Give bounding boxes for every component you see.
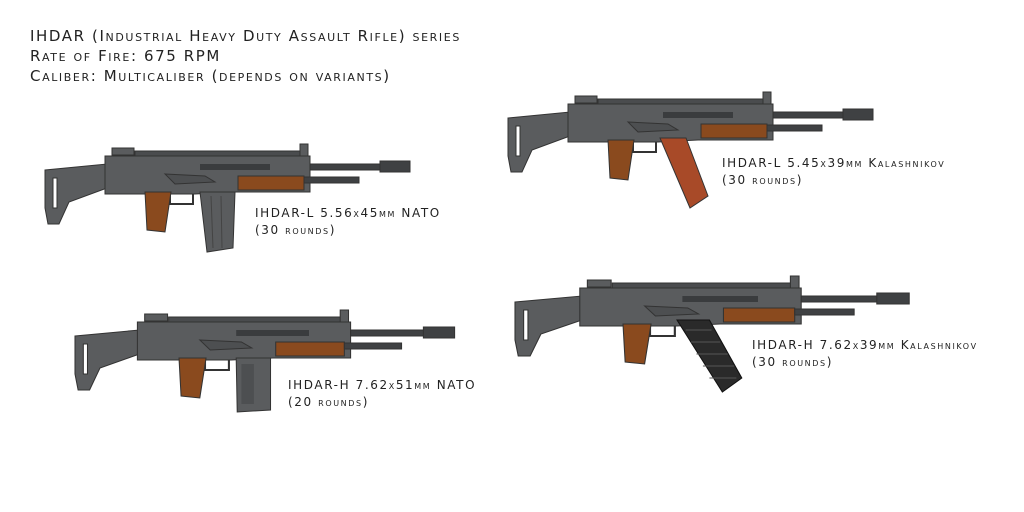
- variant-name: IHDAR-L 5.45x39mm Kalashnikov: [722, 156, 946, 170]
- rifle-ihdar-h-762-nato: [74, 309, 456, 413]
- gas-tube: [766, 124, 823, 132]
- title: IHDAR (Industrial Heavy Duty Assault Rif…: [30, 27, 461, 45]
- front-sight: [789, 275, 800, 289]
- variant-name: IHDAR-H 7.62x51mm NATO: [288, 378, 477, 392]
- muzzle: [876, 292, 910, 305]
- trigger-guard: [648, 326, 676, 337]
- trigger-guard: [169, 194, 194, 205]
- front-sight: [339, 309, 350, 323]
- pistol-grip: [622, 323, 652, 365]
- magazine: [199, 191, 236, 253]
- variant-rounds: (30 rounds): [722, 173, 803, 187]
- variant-label: IHDAR-H 7.62x51mm NATO (20 rounds): [288, 377, 476, 411]
- handguard: [700, 123, 768, 139]
- trigger-guard: [632, 142, 657, 153]
- front-sight: [762, 91, 772, 105]
- rear-sight: [111, 147, 135, 156]
- variant-rounds: (20 rounds): [288, 395, 369, 409]
- variant-name: IHDAR-L 5.56x45mm NATO: [255, 206, 441, 220]
- handguard: [237, 175, 305, 191]
- variant-rounds: (30 rounds): [255, 223, 336, 237]
- gas-tube: [343, 342, 403, 350]
- variant-label: IHDAR-L 5.56x45mm NATO (30 rounds): [255, 205, 441, 239]
- muzzle: [379, 160, 411, 173]
- magazine: [676, 319, 743, 393]
- rifle-ihdar-l-545: [507, 91, 874, 209]
- handguard: [275, 341, 345, 357]
- rear-sight: [574, 95, 598, 104]
- rear-sight: [586, 279, 612, 288]
- pistol-grip: [178, 357, 207, 399]
- magazine: [659, 137, 709, 209]
- variant-rounds: (30 rounds): [752, 355, 833, 369]
- handguard: [722, 307, 796, 323]
- rear-sight: [144, 313, 169, 322]
- trigger-guard: [203, 360, 230, 371]
- magazine: [235, 357, 272, 413]
- caliber: Caliber: Multicaliber (depends on varian…: [30, 67, 391, 85]
- pistol-grip: [607, 139, 635, 181]
- muzzle: [842, 108, 874, 121]
- pistol-grip: [144, 191, 172, 233]
- gas-tube: [303, 176, 360, 184]
- variant-label: IHDAR-H 7.62x39mm Kalashnikov (30 rounds…: [752, 337, 978, 371]
- variant-name: IHDAR-H 7.62x39mm Kalashnikov: [752, 338, 978, 352]
- gas-tube: [794, 308, 855, 316]
- rate-of-fire: Rate of Fire: 675 RPM: [30, 47, 221, 65]
- rifle-ihdar-h-762-kalashnikov: [514, 275, 910, 393]
- rifle-ihdar-l-556: [44, 143, 411, 253]
- variant-label: IHDAR-L 5.45x39mm Kalashnikov (30 rounds…: [722, 155, 945, 189]
- front-sight: [299, 143, 309, 157]
- muzzle: [422, 326, 456, 339]
